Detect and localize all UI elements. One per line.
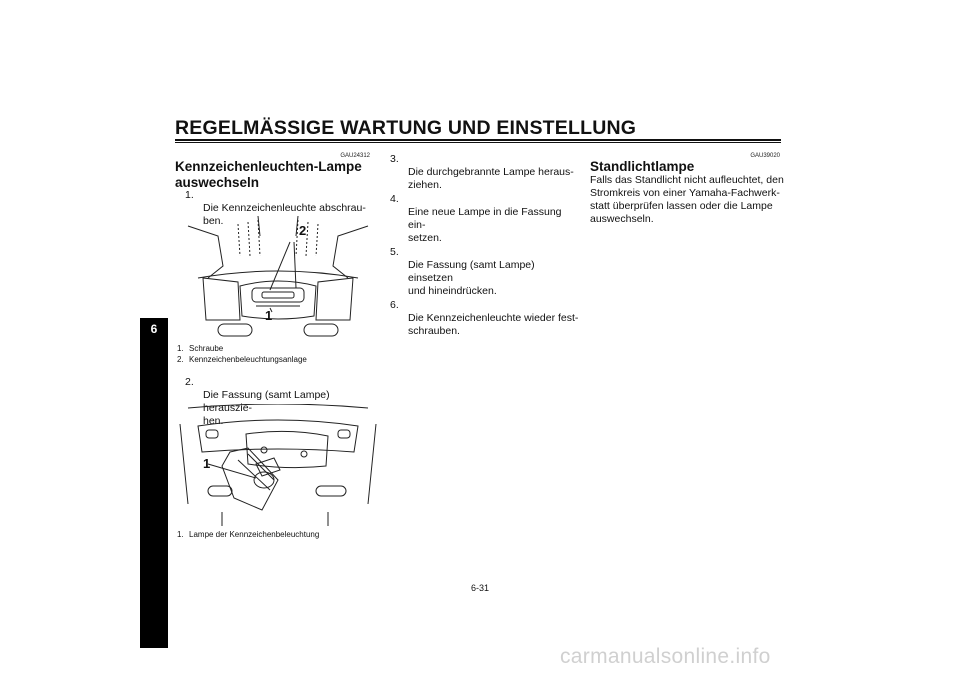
title-rule: [175, 139, 781, 141]
figure-1-label-2: 2: [299, 223, 306, 238]
figure-license-light-assembly: 2 1: [178, 215, 378, 340]
figure-1-captions: 1. Schraube 2. Kennzeichenbeleuchtungsanla…: [177, 344, 307, 365]
chapter-number: 6: [150, 322, 158, 336]
section-heading-line1: Kennzeichenleuchten-Lampe: [175, 159, 362, 174]
step-text: Die Fassung (samt Lampe) einsetzen und h…: [408, 259, 535, 297]
section-heading-line2: auswechseln: [175, 175, 260, 190]
figure-2-drawing: 1: [179, 403, 377, 526]
step-text: Eine neue Lampe in die Fassung ein- setz…: [408, 206, 562, 244]
step-3: 3. Die durchgebrannte Lampe heraus- ziehe…: [390, 153, 580, 192]
step-number: 1.: [185, 189, 194, 201]
section-heading: Kennzeichenleuchten-Lampe auswechseln: [175, 159, 385, 191]
step-number: 2.: [185, 376, 194, 388]
step-4: 4. Eine neue Lampe in die Fassung ein- se…: [390, 193, 580, 245]
figure-bulb-socket: 1: [178, 403, 378, 526]
caption: 1. Schraube: [177, 344, 307, 355]
watermark: carmanualsonline.info: [560, 645, 771, 668]
caption-text: Kennzeichenbeleuchtungsanlage: [189, 354, 307, 364]
section-code: GAU24312: [340, 153, 370, 159]
caption-number: 1.: [177, 530, 184, 539]
step-1: 1. Die Kennzeichenleuchte abschrau- ben.: [185, 189, 375, 228]
step-text: Die durchgebrannte Lampe heraus- ziehen.: [408, 166, 574, 191]
step-number: 6.: [390, 299, 399, 311]
title-rule-thin: [175, 142, 781, 143]
steps-list-3: 3. Die durchgebrannte Lampe heraus- ziehe…: [390, 153, 580, 339]
chapter-tab: [140, 318, 168, 648]
caption-text: Schraube: [189, 344, 224, 353]
figure-1-drawing: 2 1: [187, 215, 369, 337]
step-number: 3.: [390, 153, 399, 165]
figure-1-label-1: 1: [265, 308, 272, 323]
step-number: 5.: [390, 246, 399, 258]
step-text: Die Fassung (samt Lampe) herauszie- hen.: [203, 389, 330, 427]
step-number: 4.: [390, 193, 399, 205]
step-text: Die Kennzeichenleuchte abschrau- ben.: [203, 202, 366, 227]
figure-2-captions: 1. Lampe der Kennzeichenbeleuchtung: [177, 530, 319, 541]
caption-number: 2.: [177, 354, 184, 364]
steps-list-2: 2. Die Fassung (samt Lampe) herauszie- he…: [185, 376, 375, 429]
caption-number: 1.: [177, 344, 184, 353]
step-text: Die Kennzeichenleuchte wieder fest- schr…: [408, 312, 579, 337]
section-body: Falls das Standlicht nicht aufleuchtet, …: [590, 174, 784, 225]
steps-list-1: 1. Die Kennzeichenleuchte abschrau- ben.: [185, 189, 375, 229]
caption-text: Lampe der Kennzeichenbeleuchtung: [189, 530, 320, 539]
step-5: 5. Die Fassung (samt Lampe) einsetzen und…: [390, 246, 580, 298]
section-code: GAU39020: [750, 153, 780, 159]
section-heading-standlicht: Standlichtlampe: [590, 159, 695, 174]
step-2: 2. Die Fassung (samt Lampe) herauszie- he…: [185, 376, 375, 428]
step-6: 6. Die Kennzeichenleuchte wieder fest- sc…: [390, 299, 580, 338]
figure-2-label-1: 1: [203, 456, 210, 471]
page-number: 6-31: [470, 583, 489, 593]
page-title: REGELMÄSSIGE WARTUNG UND EINSTELLUNG: [175, 117, 637, 139]
caption: 1. Lampe der Kennzeichenbeleuchtung: [177, 530, 319, 541]
caption: 2. Kennzeichenbeleuchtungsanlage: [177, 355, 307, 366]
